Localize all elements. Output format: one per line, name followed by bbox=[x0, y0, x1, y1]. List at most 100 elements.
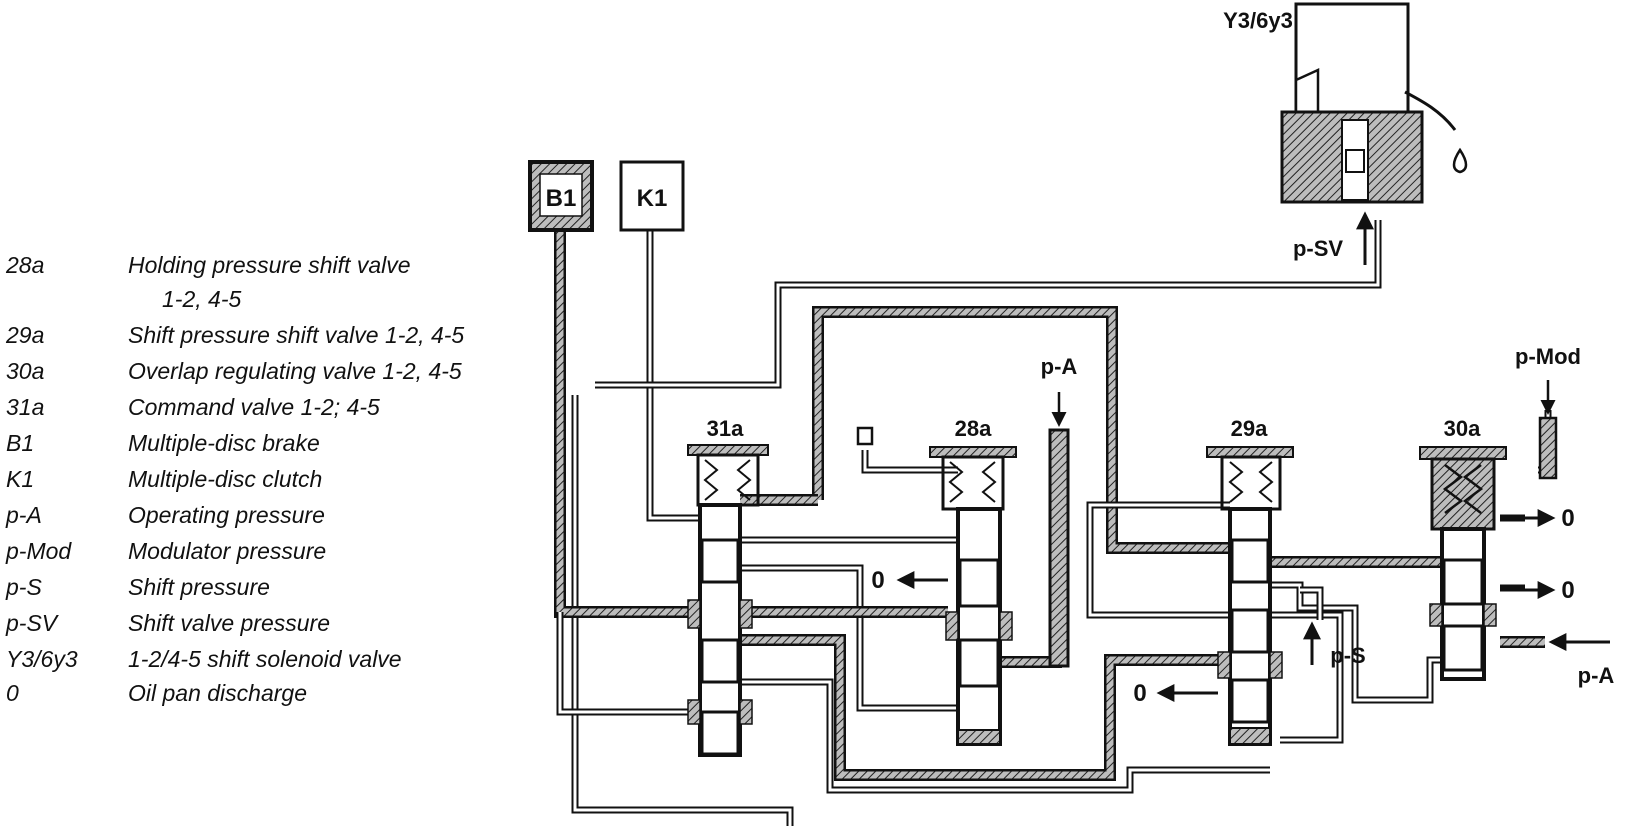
valve-30a: 30a bbox=[1419, 416, 1507, 681]
valve-29a-land bbox=[1230, 608, 1270, 654]
legend-code: 28a bbox=[6, 252, 45, 278]
valve-31a-label: 31a bbox=[707, 416, 744, 441]
legend-code: Y3/6y3 bbox=[6, 646, 78, 672]
valve-30a-land bbox=[1442, 624, 1484, 672]
oil-drop-icon bbox=[1452, 147, 1468, 174]
valve-28a-spring bbox=[948, 461, 997, 503]
legend-code: 0 bbox=[6, 680, 19, 706]
legend-description: Modulator pressure bbox=[128, 538, 327, 564]
legend-code: p-A bbox=[6, 502, 42, 528]
discharge-29a-label: 0 bbox=[1133, 680, 1146, 707]
legend-code: p-S bbox=[6, 574, 42, 600]
legend-item-k1: K1 Multiple-disc clutch bbox=[6, 466, 566, 500]
legend-description: Shift valve pressure bbox=[128, 610, 330, 636]
k1-label: K1 bbox=[637, 185, 668, 212]
legend-item-oil-pan: 0 Oil pan discharge bbox=[6, 680, 566, 714]
valve-28a-end bbox=[957, 729, 1001, 745]
legend-item-pa: p-A Operating pressure bbox=[6, 502, 566, 536]
valve-28a-label: 28a bbox=[955, 416, 992, 441]
legend-item-30a: 30a Overlap regulating valve 1-2, 4-5 bbox=[6, 358, 566, 392]
oil-line-fill bbox=[740, 636, 1220, 779]
legend-item-31a: 31a Command valve 1-2; 4-5 bbox=[6, 394, 566, 428]
oil-line-k1-inner bbox=[648, 227, 698, 520]
legend-code: K1 bbox=[6, 466, 35, 492]
valve-31a-port bbox=[687, 699, 701, 725]
valve-30a-port bbox=[1483, 603, 1497, 627]
shift-pressure: p-S bbox=[1303, 621, 1366, 668]
valve-30a-spring-chamber bbox=[1430, 457, 1496, 531]
valve-29a-port bbox=[1269, 651, 1283, 679]
oil-line-inner bbox=[1088, 503, 1230, 617]
legend-item-28a: 28a Holding pressure shift valve bbox=[6, 252, 566, 286]
oil-line-b1 bbox=[554, 227, 698, 618]
valve-29a-land bbox=[1230, 538, 1270, 584]
valve-29a-port bbox=[1217, 651, 1231, 679]
b1-box-inner bbox=[539, 173, 583, 217]
legend-code: 29a bbox=[6, 322, 45, 348]
legend-item-y3-6y3: Y3/6y3 1-2/4-5 shift solenoid valve bbox=[6, 646, 566, 680]
legend-description: Shift pressure bbox=[128, 574, 270, 600]
legend-description: Multiple-disc clutch bbox=[128, 466, 323, 492]
oil-line bbox=[556, 612, 698, 716]
valve-31a-spring bbox=[703, 459, 752, 501]
b1-box: B1 bbox=[528, 160, 594, 232]
legend-item-psv: p-SV Shift valve pressure bbox=[6, 610, 566, 644]
valve-28a-port bbox=[945, 611, 959, 641]
oil-line-inner bbox=[863, 450, 958, 472]
oil-line-inner bbox=[1270, 613, 1342, 742]
solenoid-discharge-path bbox=[1404, 90, 1457, 131]
legend-code: p-SV bbox=[6, 610, 58, 636]
valve-30a-cap bbox=[1419, 446, 1507, 460]
valve-28a-port bbox=[999, 611, 1013, 641]
valve-31a-port bbox=[687, 599, 701, 629]
oil-line-b1-fill bbox=[556, 227, 698, 616]
solenoid-valve: Y3/6y3 p-SV bbox=[1223, 2, 1468, 265]
valve-28a-land bbox=[958, 638, 1000, 688]
oil-line-ps-inner bbox=[1300, 588, 1322, 620]
pmod-label: p-Mod bbox=[1515, 344, 1581, 369]
valve-30a-spring bbox=[1442, 464, 1484, 514]
pmod-column bbox=[1538, 416, 1558, 480]
oil-line-inner bbox=[1353, 658, 1440, 702]
solenoid-label: Y3/6y3 bbox=[1223, 8, 1293, 33]
legend-description: Shift pressure shift valve 1-2, 4-5 bbox=[128, 322, 465, 348]
valve-30a-land bbox=[1442, 558, 1484, 606]
oil-line-inner bbox=[740, 566, 958, 710]
legend-code: p-Mod bbox=[6, 538, 72, 564]
legend-description: 1-2/4-5 shift solenoid valve bbox=[128, 646, 402, 672]
k1-box: K1 bbox=[619, 160, 685, 232]
oil-line-inner bbox=[740, 680, 1270, 792]
ps-label: p-S bbox=[1330, 643, 1365, 668]
valve-29a-land bbox=[1230, 678, 1270, 724]
valve-31a-land bbox=[700, 638, 740, 684]
legend-description: Holding pressure shift valve bbox=[128, 252, 411, 278]
k1-box-frame bbox=[619, 160, 685, 232]
legend-description: Command valve 1-2; 4-5 bbox=[128, 394, 380, 420]
legend-item-b1: B1 Multiple-disc brake bbox=[6, 430, 566, 464]
discharge-30a-mid-label: 0 bbox=[1561, 577, 1574, 604]
legend-description: Oil pan discharge bbox=[128, 680, 307, 706]
legend-code: B1 bbox=[6, 430, 35, 456]
valve-31a-land bbox=[700, 710, 740, 756]
oil-line-main-fill bbox=[814, 308, 1230, 552]
discharge-28a-label: 0 bbox=[871, 567, 884, 594]
valve-29a-end bbox=[1229, 727, 1271, 745]
legend-code: 31a bbox=[6, 394, 45, 420]
pa-right-label: p-A bbox=[1578, 663, 1615, 688]
valve-29a: 29a bbox=[1206, 416, 1294, 746]
legend-description: Operating pressure bbox=[128, 502, 325, 528]
legend-description-continuation: 1-2, 4-5 bbox=[162, 286, 242, 312]
valve-29a-label: 29a bbox=[1231, 416, 1268, 441]
valve-31a-port bbox=[739, 699, 753, 725]
legend-item-29a: 29a Shift pressure shift valve 1-2, 4-5 bbox=[6, 322, 566, 356]
legend-item-28a-continuation: 1-2, 4-5 bbox=[6, 286, 566, 320]
valve-31a-port bbox=[739, 599, 753, 629]
valve-31a: 31a bbox=[687, 416, 769, 757]
valve-30a-label: 30a bbox=[1444, 416, 1481, 441]
oil-lines bbox=[554, 220, 1552, 826]
oil-line bbox=[1351, 656, 1440, 704]
oil-line-inner bbox=[558, 612, 698, 714]
discharges: 0 0 0 0 bbox=[871, 505, 1574, 707]
solenoid-plunger bbox=[1345, 149, 1365, 173]
oil-line-inner bbox=[573, 395, 792, 826]
